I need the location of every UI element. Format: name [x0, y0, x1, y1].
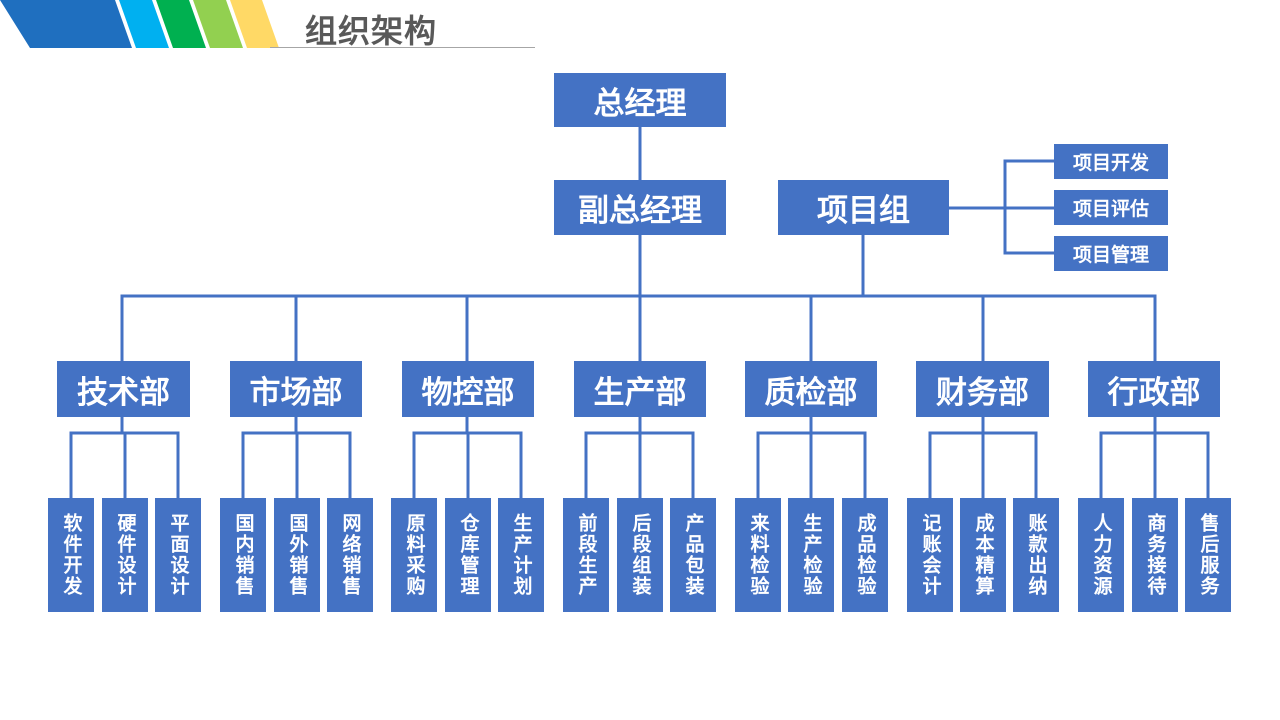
stripe-blue: [0, 0, 132, 48]
department-box: 财务部: [916, 361, 1049, 417]
department-box: 技术部: [57, 361, 190, 417]
project-group-box: 项目组: [778, 180, 949, 235]
sub-unit-box: 产品包装: [670, 498, 716, 612]
sub-unit-box: 成品检验: [842, 498, 888, 612]
header-decoration: [0, 0, 535, 48]
sub-unit-box: 前段生产: [563, 498, 609, 612]
stripe-yellow: [230, 0, 279, 48]
project-item-box: 项目管理: [1054, 236, 1168, 271]
sub-unit-box: 国外销售: [274, 498, 320, 612]
project-item-box: 项目开发: [1054, 144, 1168, 179]
sub-unit-box: 记账会计: [907, 498, 953, 612]
sub-unit-box: 平面设计: [155, 498, 201, 612]
department-box: 市场部: [230, 361, 362, 417]
sub-unit-box: 网络销售: [327, 498, 373, 612]
sub-unit-box: 国内销售: [220, 498, 266, 612]
sub-unit-box: 人力资源: [1078, 498, 1124, 612]
sub-unit-box: 仓库管理: [445, 498, 491, 612]
deputy-manager-box: 副总经理: [554, 180, 726, 235]
department-box: 生产部: [574, 361, 706, 417]
project-item-box: 项目评估: [1054, 190, 1168, 225]
sub-unit-box: 售后服务: [1185, 498, 1231, 612]
department-box: 物控部: [402, 361, 534, 417]
department-box: 质检部: [745, 361, 877, 417]
stripe-lime: [193, 0, 243, 48]
general-manager-box: 总经理: [554, 73, 726, 127]
sub-unit-box: 硬件设计: [102, 498, 148, 612]
sub-unit-box: 原料采购: [391, 498, 437, 612]
sub-unit-box: 生产检验: [788, 498, 834, 612]
sub-unit-box: 成本精算: [960, 498, 1006, 612]
stripe-green: [156, 0, 206, 48]
sub-unit-box: 软件开发: [48, 498, 94, 612]
sub-unit-box: 商务接待: [1132, 498, 1178, 612]
sub-unit-box: 生产计划: [498, 498, 544, 612]
department-box: 行政部: [1088, 361, 1220, 417]
sub-unit-box: 后段组装: [617, 498, 663, 612]
sub-unit-box: 来料检验: [735, 498, 781, 612]
sub-unit-box: 账款出纳: [1013, 498, 1059, 612]
page-title: 组织架构: [305, 12, 438, 50]
stripe-cyan: [119, 0, 169, 48]
